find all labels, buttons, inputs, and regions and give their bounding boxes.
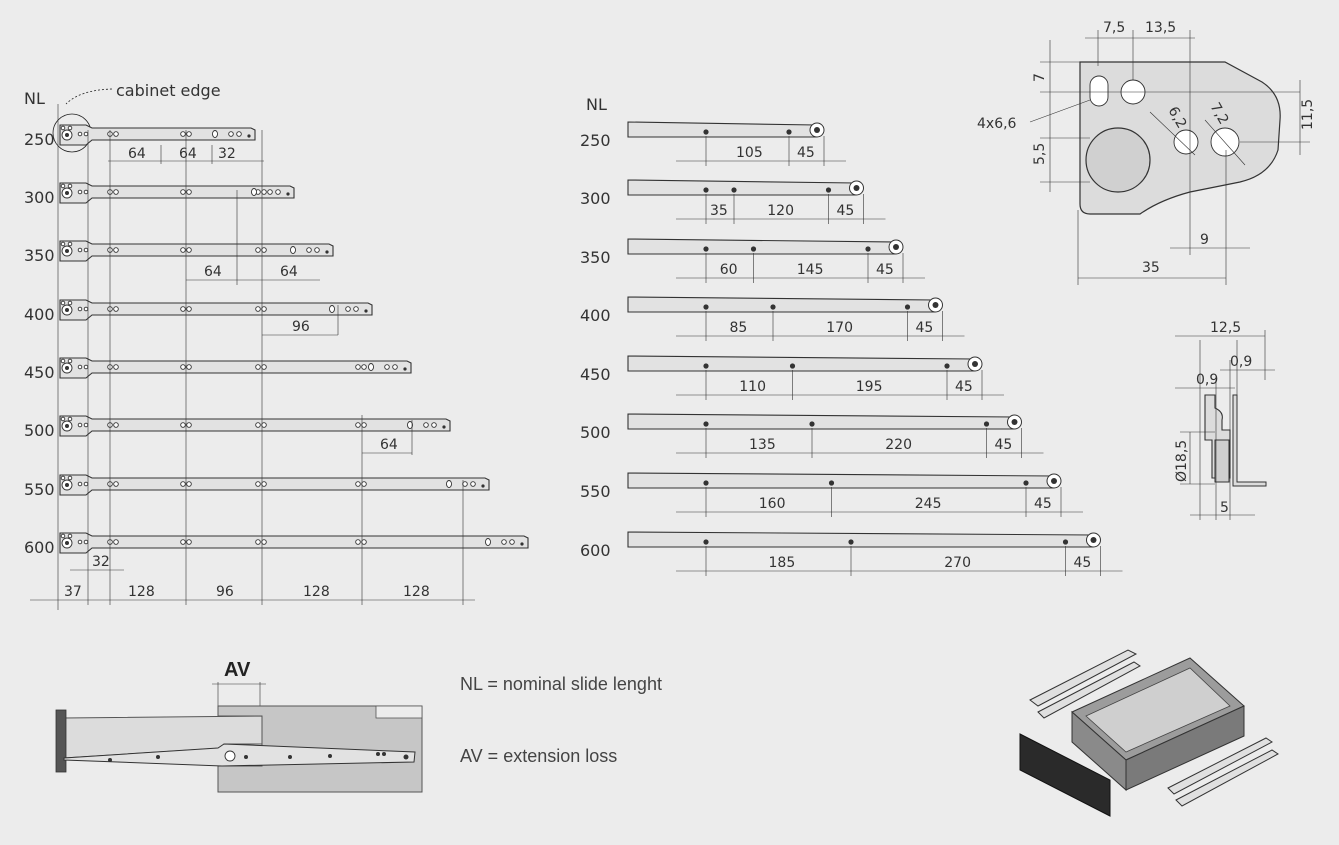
svg-text:35: 35 [710, 203, 728, 219]
left-rail-350: 350 [24, 240, 334, 265]
svg-text:270: 270 [944, 555, 971, 571]
mid-nl-label: 400 [580, 306, 611, 325]
bracket-dim-7-5: 7,5 [1103, 20, 1125, 36]
dim-bottom-37: 37 [64, 584, 82, 600]
left-nl-label: 450 [24, 363, 55, 382]
svg-text:170: 170 [826, 320, 853, 336]
svg-text:45: 45 [955, 379, 973, 395]
svg-text:85: 85 [730, 320, 748, 336]
svg-text:145: 145 [797, 262, 824, 278]
mid-nl-label: 300 [580, 189, 611, 208]
left-nl-label: 600 [24, 538, 55, 557]
svg-text:45: 45 [876, 262, 894, 278]
svg-text:120: 120 [767, 203, 794, 219]
left-rail-450: 450 [24, 357, 412, 382]
mid-rail-450: 450 110 195 45 [580, 355, 1004, 400]
dim-600-a: 32 [92, 554, 110, 570]
svg-text:220: 220 [885, 437, 912, 453]
left-rail-300: 300 [24, 182, 295, 207]
mid-rail-300: 300 35 120 45 [580, 179, 886, 224]
dim-250-b: 64 [179, 146, 197, 162]
profile-dim-12-5: 12,5 [1210, 320, 1241, 336]
bracket-dim-9: 9 [1200, 232, 1209, 248]
cabinet-edge-label: cabinet edge [116, 81, 221, 100]
left-nl-label: 350 [24, 246, 55, 265]
profile-dim-5: 5 [1220, 500, 1229, 516]
dim-250-c: 32 [218, 146, 236, 162]
left-nl-label: 500 [24, 421, 55, 440]
bracket-drawing: 7,5 13,5 7 5,5 4x6,6 11,5 6,2 7,2 9 35 [977, 20, 1316, 285]
svg-text:45: 45 [1074, 555, 1092, 571]
dim-bottom-128b: 128 [303, 584, 330, 600]
mid-rail-400: 400 85 170 45 [580, 296, 965, 341]
mid-rail-250: 250 105 45 [580, 121, 846, 166]
dim-400-a: 96 [292, 319, 310, 335]
left-vertical-guides [87, 130, 464, 605]
svg-text:105: 105 [736, 145, 763, 161]
legend-av: AV = extension loss [460, 746, 617, 766]
bracket-hole-label: 4x6,6 [977, 116, 1017, 132]
mid-rail-600: 600 185 270 45 [580, 531, 1123, 576]
dim-250-a: 64 [128, 146, 146, 162]
left-panel: NL cabinet edge 250 300 350 400 450 500 550 600… [24, 81, 529, 610]
left-nl-label: 550 [24, 480, 55, 499]
svg-text:60: 60 [720, 262, 738, 278]
left-rail-600: 600 [24, 532, 529, 557]
mid-nl-label: 350 [580, 248, 611, 267]
svg-text:195: 195 [856, 379, 883, 395]
drawer-illustration [1019, 649, 1279, 817]
left-nl-label: 300 [24, 188, 55, 207]
mid-nl-label: 550 [580, 482, 611, 501]
mid-nl-label: 250 [580, 131, 611, 150]
dim-500-a: 64 [380, 437, 398, 453]
svg-text:45: 45 [797, 145, 815, 161]
left-nl-label: 400 [24, 305, 55, 324]
bracket-dim-5-5: 5,5 [1032, 143, 1048, 165]
dim-bottom-128a: 128 [128, 584, 155, 600]
svg-text:45: 45 [916, 320, 934, 336]
legend-nl: NL = nominal slide lenght [460, 674, 662, 694]
left-nl-label: 250 [24, 130, 55, 149]
left-rail-500: 500 [24, 415, 451, 440]
bracket-dim-7: 7 [1032, 73, 1048, 82]
svg-text:45: 45 [995, 437, 1013, 453]
svg-text:245: 245 [915, 496, 942, 512]
bracket-dim-11-5: 11,5 [1300, 99, 1316, 130]
av-label: AV [224, 659, 251, 681]
svg-text:135: 135 [749, 437, 776, 453]
mid-nl-label: 600 [580, 541, 611, 560]
mid-rail-350: 350 60 145 45 [580, 238, 925, 283]
nl-header-right: NL [586, 95, 607, 114]
mid-rail-500: 500 135 220 45 [580, 413, 1044, 458]
dim-bottom-128c: 128 [403, 584, 430, 600]
left-rail-400: 400 [24, 299, 373, 324]
left-dimension-lines: 64 64 32 64 64 96 64 32 37 128 96 128 12… [30, 145, 475, 601]
bracket-dim-13-5: 13,5 [1145, 20, 1176, 36]
left-rails: 250 300 350 400 450 500 550 600 [24, 124, 529, 557]
svg-text:110: 110 [739, 379, 766, 395]
svg-text:45: 45 [1034, 496, 1052, 512]
profile-drawing: 12,5 0,9 0,9 Ø18,5 5 [1174, 320, 1275, 520]
profile-dim-dia: Ø18,5 [1174, 440, 1190, 482]
svg-text:160: 160 [759, 496, 786, 512]
dim-350-b: 64 [280, 264, 298, 280]
nl-header-left: NL [24, 89, 45, 108]
dim-350-a: 64 [204, 264, 222, 280]
svg-text:45: 45 [837, 203, 855, 219]
svg-text:185: 185 [769, 555, 796, 571]
left-rail-550: 550 [24, 474, 490, 499]
mid-nl-label: 450 [580, 365, 611, 384]
mid-nl-label: 500 [580, 423, 611, 442]
bracket-dim-35: 35 [1142, 260, 1160, 276]
dim-bottom-96: 96 [216, 584, 234, 600]
profile-dim-0-9-b: 0,9 [1196, 372, 1218, 388]
cabinet-edge-leader [65, 88, 113, 105]
mid-rail-550: 550 160 245 45 [580, 472, 1083, 517]
av-drawing: AV [55, 659, 423, 793]
left-rail-250: 250 [24, 124, 256, 149]
profile-dim-0-9-a: 0,9 [1230, 354, 1252, 370]
